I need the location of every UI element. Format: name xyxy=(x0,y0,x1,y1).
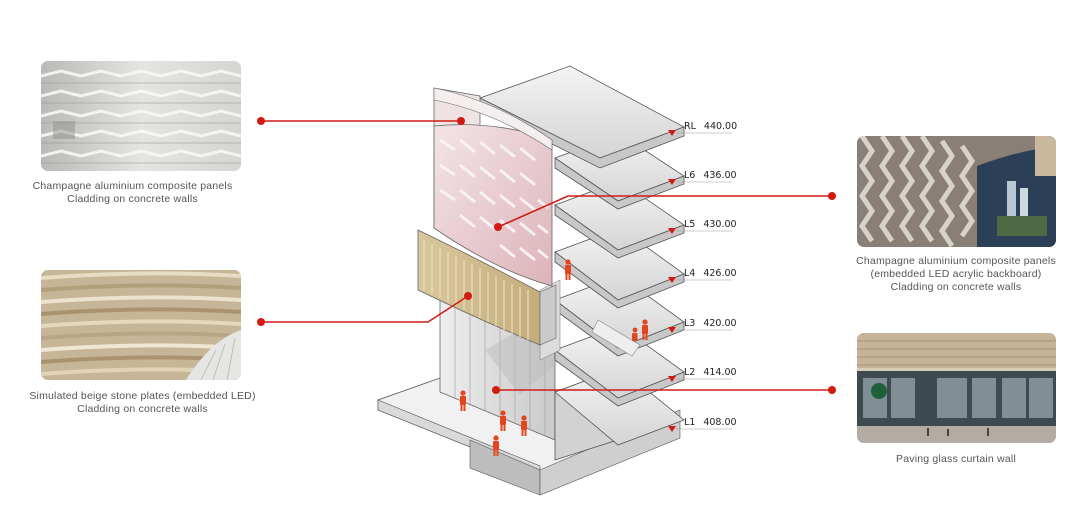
curtain-wall-image xyxy=(857,333,1056,443)
caption-line: (embedded LED acrylic backboard) xyxy=(870,268,1042,280)
level-name: L5 xyxy=(684,219,696,230)
figure xyxy=(521,415,527,436)
level-underlines xyxy=(676,132,732,430)
figure xyxy=(500,410,506,431)
level-label-l1: L1 408.00 xyxy=(684,417,737,428)
level-label-l4: L4 426.00 xyxy=(684,268,737,279)
caption-line: Cladding on concrete walls xyxy=(67,193,198,205)
level-elevation: 436.00 xyxy=(703,170,737,181)
led-panels-caption: Champagne aluminium composite panels (em… xyxy=(836,255,1076,294)
level-elevation: 426.00 xyxy=(703,268,737,279)
level-elevation: 420.00 xyxy=(703,318,737,329)
stone-plates-photo xyxy=(41,270,241,380)
leader-dots xyxy=(257,117,836,394)
leader-lines xyxy=(261,120,832,391)
figure xyxy=(565,259,571,280)
level-label-rl: RL 440.00 xyxy=(684,121,737,132)
level-label-l6: L6 436.00 xyxy=(684,170,737,181)
level-name: L2 xyxy=(684,367,696,378)
level-name: RL xyxy=(684,121,696,132)
caption-line: Cladding on concrete walls xyxy=(77,403,208,415)
figure xyxy=(493,435,499,456)
level-elevation: 408.00 xyxy=(703,417,737,428)
stone-plates-caption: Simulated beige stone plates (embedded L… xyxy=(0,390,285,416)
level-label-l5: L5 430.00 xyxy=(684,219,737,230)
level-markers xyxy=(668,130,676,432)
level-elevation: 440.00 xyxy=(703,121,738,132)
level-name: L4 xyxy=(684,268,696,279)
figure xyxy=(642,319,648,340)
level-name: L6 xyxy=(684,170,696,181)
level-label-l2: L2 414.00 xyxy=(684,367,737,378)
figure xyxy=(632,327,638,341)
caption-line: Champagne aluminium composite panels xyxy=(856,255,1056,267)
human-figures xyxy=(460,259,648,456)
curtain-wall-caption: Paving glass curtain wall xyxy=(856,453,1056,466)
caption-line: Simulated beige stone plates (embedded L… xyxy=(29,390,256,402)
aluminium-panels-caption: Champagne aluminium composite panels Cla… xyxy=(0,180,265,206)
led-panels-image xyxy=(857,136,1056,247)
level-label-l3: L3 420.00 xyxy=(684,318,737,329)
figure xyxy=(460,390,466,411)
curtain-wall-photo xyxy=(857,333,1056,443)
caption-line: Cladding on concrete walls xyxy=(890,281,1022,293)
stone-plates-image xyxy=(41,270,241,380)
caption-line: Paving glass curtain wall xyxy=(896,453,1016,465)
level-name: L1 xyxy=(684,417,696,428)
aluminium-panels-photo xyxy=(41,61,241,171)
aluminium-cladding xyxy=(433,124,553,287)
aluminium-panels-image xyxy=(41,61,241,171)
level-name: L3 xyxy=(684,318,696,329)
level-elevation: 430.00 xyxy=(703,219,737,230)
led-panels-photo xyxy=(857,136,1056,247)
floor-slabs xyxy=(478,65,685,461)
caption-line: Champagne aluminium composite panels xyxy=(32,180,233,192)
level-elevation: 414.00 xyxy=(703,367,737,378)
